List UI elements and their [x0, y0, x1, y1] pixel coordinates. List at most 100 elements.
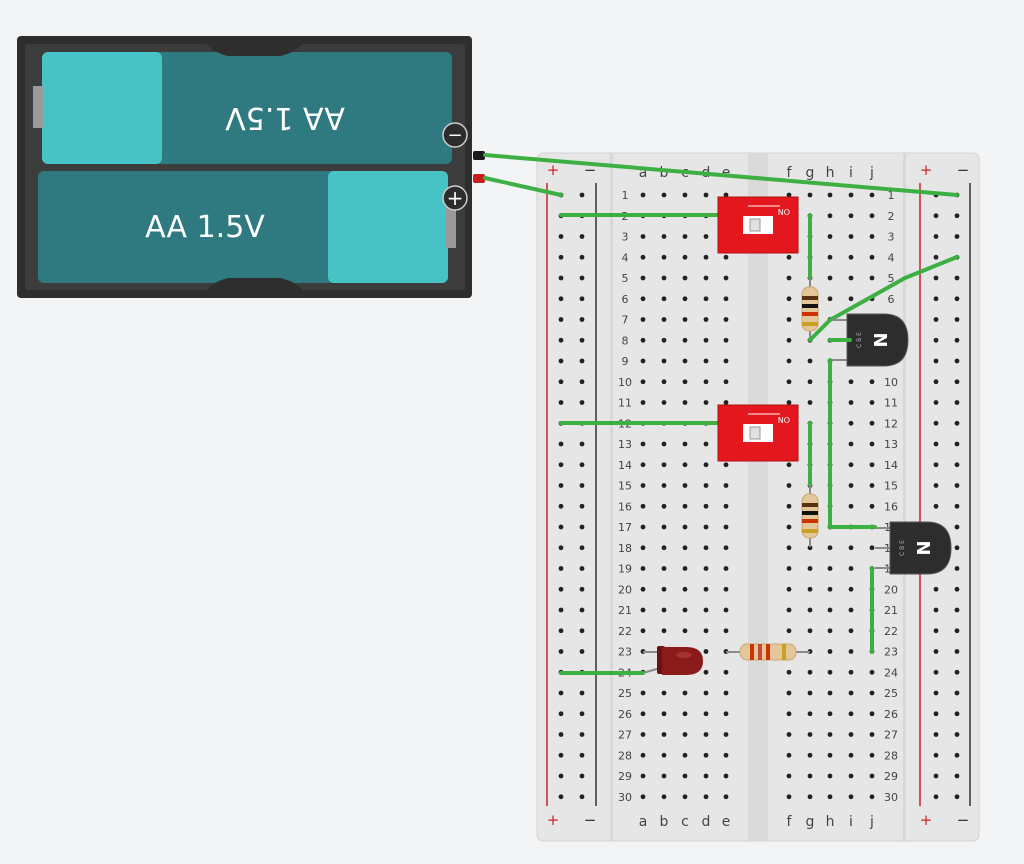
rail-hole[interactable]: [954, 213, 960, 219]
breadboard-hole[interactable]: [786, 379, 792, 385]
breadboard-hole[interactable]: [661, 503, 667, 509]
wire-resistor-1-to-transistor-1[interactable]: [808, 318, 832, 342]
rail-hole[interactable]: [579, 234, 585, 239]
breadboard-hole[interactable]: [786, 545, 792, 551]
breadboard-hole[interactable]: [661, 628, 667, 634]
breadboard-hole[interactable]: [869, 192, 875, 198]
breadboard-hole[interactable]: [661, 524, 667, 530]
breadboard-hole[interactable]: [827, 773, 833, 779]
breadboard-hole[interactable]: [848, 752, 854, 758]
breadboard-hole[interactable]: [703, 711, 709, 717]
breadboard-hole[interactable]: [661, 296, 667, 302]
rail-hole[interactable]: [558, 524, 564, 530]
rail-hole[interactable]: [954, 462, 960, 468]
breadboard-hole[interactable]: [640, 732, 646, 737]
breadboard-hole[interactable]: [827, 254, 833, 260]
led[interactable]: [642, 646, 703, 675]
rail-hole[interactable]: [558, 607, 564, 613]
breadboard-hole[interactable]: [848, 275, 854, 281]
rail-hole[interactable]: [558, 275, 564, 281]
breadboard-hole[interactable]: [723, 566, 729, 571]
wire-transistor-1-to-rail[interactable]: [828, 255, 959, 322]
breadboard-hole[interactable]: [848, 690, 854, 696]
breadboard-hole[interactable]: [786, 607, 792, 613]
breadboard-hole[interactable]: [640, 566, 646, 571]
breadboard-hole[interactable]: [827, 213, 833, 219]
rail-hole[interactable]: [579, 337, 585, 343]
positive-terminal[interactable]: [442, 185, 468, 211]
breadboard-hole[interactable]: [848, 503, 854, 509]
breadboard-hole[interactable]: [723, 690, 729, 696]
breadboard-hole[interactable]: [786, 586, 792, 592]
breadboard-hole[interactable]: [661, 773, 667, 779]
breadboard-hole[interactable]: [661, 566, 667, 571]
breadboard-hole[interactable]: [848, 649, 854, 654]
breadboard-hole[interactable]: [661, 337, 667, 343]
rail-hole[interactable]: [579, 275, 585, 281]
breadboard-hole[interactable]: [640, 711, 646, 717]
rail-hole[interactable]: [933, 379, 939, 385]
rail-hole[interactable]: [579, 773, 585, 779]
breadboard-hole[interactable]: [682, 794, 688, 800]
breadboard-hole[interactable]: [682, 192, 688, 198]
breadboard-hole[interactable]: [827, 586, 833, 592]
rail-hole[interactable]: [933, 213, 939, 219]
rail-hole[interactable]: [954, 441, 960, 447]
rail-hole[interactable]: [954, 669, 960, 675]
rail-hole[interactable]: [933, 317, 939, 322]
breadboard-hole[interactable]: [703, 379, 709, 385]
breadboard-hole[interactable]: [640, 317, 646, 322]
breadboard-hole[interactable]: [827, 649, 833, 654]
rail-hole[interactable]: [558, 234, 564, 239]
breadboard-hole[interactable]: [682, 711, 688, 717]
rail-hole[interactable]: [933, 607, 939, 613]
breadboard-hole[interactable]: [640, 628, 646, 634]
rail-hole[interactable]: [933, 234, 939, 239]
rail-hole[interactable]: [933, 275, 939, 281]
breadboard-hole[interactable]: [640, 400, 646, 405]
rail-hole[interactable]: [579, 317, 585, 322]
breadboard-hole[interactable]: [848, 711, 854, 717]
switch-toggle[interactable]: [749, 218, 761, 232]
breadboard-hole[interactable]: [848, 420, 854, 426]
breadboard-hole[interactable]: [848, 566, 854, 571]
breadboard-hole[interactable]: [807, 773, 813, 779]
breadboard-hole[interactable]: [703, 275, 709, 281]
breadboard-hole[interactable]: [807, 192, 813, 198]
breadboard-hole[interactable]: [827, 752, 833, 758]
breadboard-hole[interactable]: [640, 275, 646, 281]
breadboard-hole[interactable]: [827, 234, 833, 239]
breadboard-hole[interactable]: [807, 607, 813, 613]
breadboard-hole[interactable]: [723, 275, 729, 281]
breadboard-hole[interactable]: [640, 192, 646, 198]
rail-hole[interactable]: [579, 483, 585, 488]
breadboard-hole[interactable]: [723, 192, 729, 198]
rail-hole[interactable]: [558, 337, 564, 343]
breadboard-hole[interactable]: [661, 711, 667, 717]
breadboard-hole[interactable]: [703, 317, 709, 322]
rail-hole[interactable]: [954, 711, 960, 717]
breadboard-hole[interactable]: [661, 607, 667, 613]
breadboard-hole[interactable]: [661, 358, 667, 364]
rail-hole[interactable]: [558, 296, 564, 302]
breadboard-hole[interactable]: [848, 794, 854, 800]
breadboard-hole[interactable]: [848, 234, 854, 239]
rail-hole[interactable]: [933, 296, 939, 302]
rail-hole[interactable]: [579, 732, 585, 737]
breadboard-hole[interactable]: [682, 379, 688, 385]
rail-hole[interactable]: [558, 254, 564, 260]
breadboard-hole[interactable]: [807, 752, 813, 758]
breadboard-hole[interactable]: [640, 358, 646, 364]
rail-hole[interactable]: [933, 483, 939, 488]
breadboard-hole[interactable]: [723, 358, 729, 364]
rail-hole[interactable]: [933, 752, 939, 758]
breadboard-hole[interactable]: [786, 711, 792, 717]
breadboard-hole[interactable]: [786, 628, 792, 634]
rail-hole[interactable]: [579, 503, 585, 509]
breadboard-hole[interactable]: [703, 503, 709, 509]
breadboard-hole[interactable]: [682, 234, 688, 239]
breadboard-hole[interactable]: [661, 752, 667, 758]
breadboard-hole[interactable]: [848, 732, 854, 737]
breadboard-hole[interactable]: [703, 400, 709, 405]
breadboard-hole[interactable]: [661, 254, 667, 260]
